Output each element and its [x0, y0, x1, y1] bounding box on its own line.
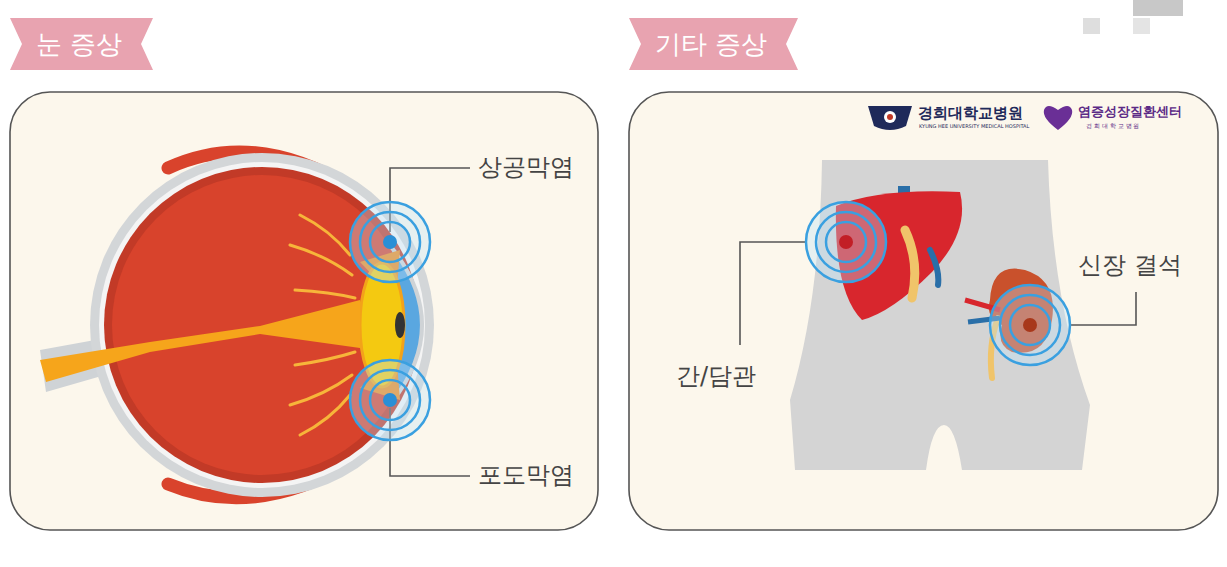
callout-label: 간/담관	[676, 362, 756, 391]
target-ring	[990, 285, 1070, 365]
body-illustration	[740, 160, 1136, 470]
section-tag: 눈 증상	[10, 18, 153, 70]
corner-square	[1133, 18, 1150, 34]
eye-illustration	[40, 152, 470, 498]
corner-square	[1083, 18, 1100, 34]
corner-square	[1133, 0, 1183, 16]
section-title: 눈 증상	[10, 18, 148, 70]
hospital-emblem	[868, 106, 912, 130]
tag-shape	[629, 18, 798, 70]
target-ring	[350, 202, 430, 282]
hospital-logo-text: 경희대학교병원	[918, 104, 1023, 122]
center-emblem	[1044, 106, 1072, 130]
target-ring	[350, 360, 430, 440]
target-ring	[806, 202, 886, 282]
callout-label: 신장 결석	[1078, 251, 1182, 280]
hospital-logo-subtext: KYUNG HEE UNIVERSITY MEDICAL HOSPITAL	[919, 123, 1029, 129]
eye-panel	[10, 92, 598, 530]
tag-shape	[10, 18, 153, 70]
body-panel	[629, 92, 1218, 530]
center-logo-subtext: 경 희 대 학 교 병 원	[1086, 122, 1139, 129]
section-tag: 기타 증상	[629, 18, 798, 70]
callout-label: 포도막염	[478, 461, 574, 490]
center-logo-text: 염증성장질환센터	[1078, 104, 1182, 120]
callout-label: 상공막염	[478, 153, 574, 182]
section-title: 기타 증상	[629, 18, 793, 70]
